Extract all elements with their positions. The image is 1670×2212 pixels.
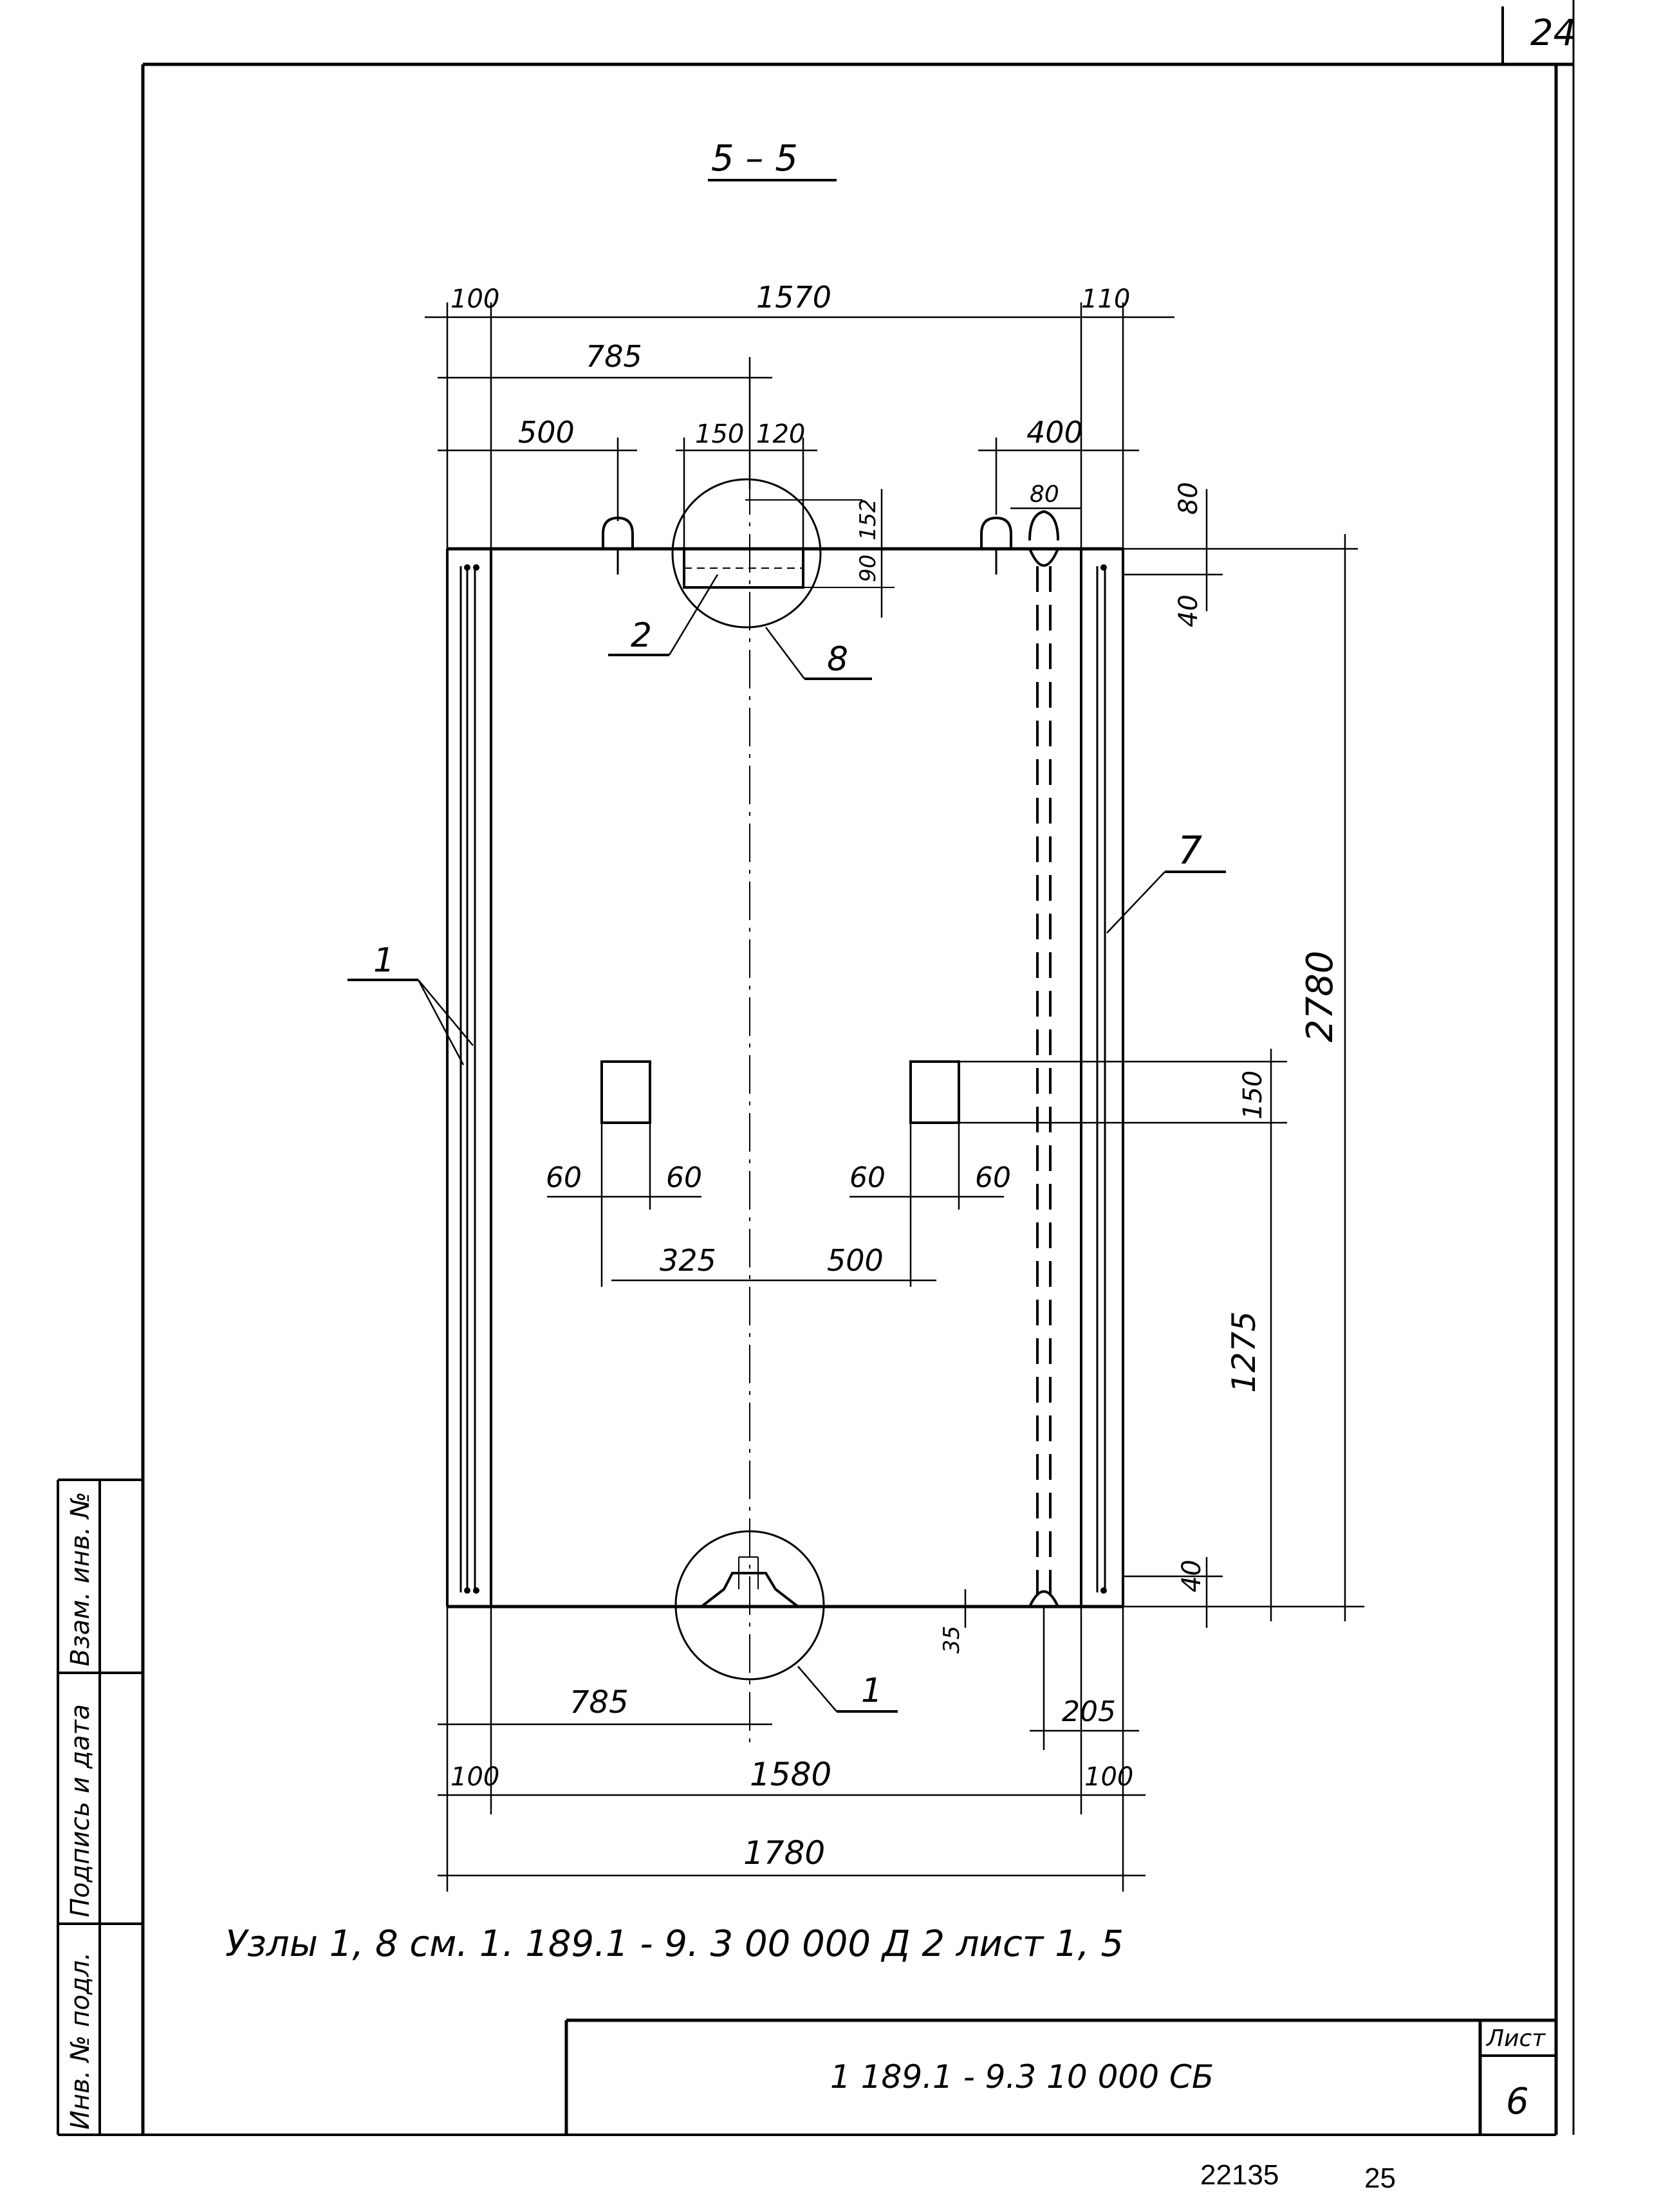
sheet-frame [141,0,1575,2136]
dim-total-height: 2780 [1299,950,1341,1042]
dim-right-top-40: 40 [1174,594,1203,627]
dimension-labels: 100 1570 110 785 500 150 120 400 80 80 4… [450,280,1341,1872]
right-rebars [1096,564,1107,1594]
dim-bottom-left-offset: 100 [450,1762,499,1792]
callout-2: 2 [631,616,652,655]
dim-right-win-a: 60 [849,1161,886,1194]
top-slot [671,478,895,629]
callouts: 1 2 8 7 1 [348,574,1226,1713]
right-window [909,1060,960,1124]
dim-right-offset: 400 [1026,415,1083,450]
dim-top-right-offset: 110 [1081,284,1130,314]
dim-right-win-b: 60 [975,1161,1011,1194]
left-rebars [459,564,479,1594]
dim-center-to-left-window: 325 [660,1243,716,1278]
dim-total-width: 1780 [743,1834,825,1872]
dim-right-top-80: 80 [1174,482,1203,515]
dim-lower-height: 1275 [1225,1311,1263,1393]
dim-slot-height-152: 152 [855,499,881,540]
sheet-label: Лист [1485,2025,1546,2052]
dim-center-to-right-window: 500 [827,1243,884,1278]
dim-half-width-top: 785 [586,339,642,374]
stamp-inv-no: Инв. № подл. [66,1952,95,2130]
dim-right-pipe: 80 [1030,481,1059,508]
callout-1-bottom: 1 [861,1672,882,1710]
left-window [600,1060,651,1124]
footer-page: 25 [1364,2162,1396,2194]
dim-top-width: 1570 [756,280,831,315]
callout-7: 7 [1178,828,1202,873]
doc-code: 1 189.1 - 9.3 10 000 СБ [830,2058,1214,2096]
dim-top-left-offset: 100 [450,284,499,314]
dim-bottom-right-offset: 100 [1084,1762,1133,1792]
section-title: 5 – 5 [711,138,798,180]
stamp-vzam-inv: Взам. инв. № [66,1491,95,1666]
side-stamp [57,1479,144,2136]
stamp-sign-date: Подпись и дата [66,1704,95,1917]
dashed-pipe [1028,510,1059,1596]
detail-8-circle [671,478,822,629]
dim-bottom-width: 1580 [750,1756,831,1793]
dim-left-win-b: 60 [666,1161,702,1194]
dim-slot-offset: 500 [518,415,575,450]
dim-window-height: 150 [1238,1071,1268,1120]
sheet-number: 6 [1506,2081,1529,2123]
title-block [564,2018,1556,2135]
callout-1-left: 1 [373,941,394,980]
detail-1-circle [674,1530,825,1681]
dim-bottom-40: 40 [1177,1560,1207,1592]
lifting-loops [602,516,1012,575]
dim-bottom-35: 35 [939,1626,965,1654]
dim-right-bottom-205: 205 [1062,1695,1116,1728]
dim-slot-left: 150 [695,419,744,449]
panel-outline [446,547,1124,1608]
bottom-joint [674,1530,1059,1681]
dim-left-win-a: 60 [546,1161,582,1194]
dim-slot-height-90: 90 [855,555,881,582]
archive-number: 22135 [1200,2159,1279,2191]
page-number: 24 [1530,12,1576,54]
callout-8: 8 [827,640,848,679]
dim-slot-right: 120 [756,419,805,449]
nodes-reference-note: Узлы 1, 8 см. 1. 189.1 - 9. 3 00 000 Д 2… [225,1923,1124,1965]
dimension-lines [425,302,1364,1892]
dim-half-width-bottom: 785 [570,1684,629,1720]
